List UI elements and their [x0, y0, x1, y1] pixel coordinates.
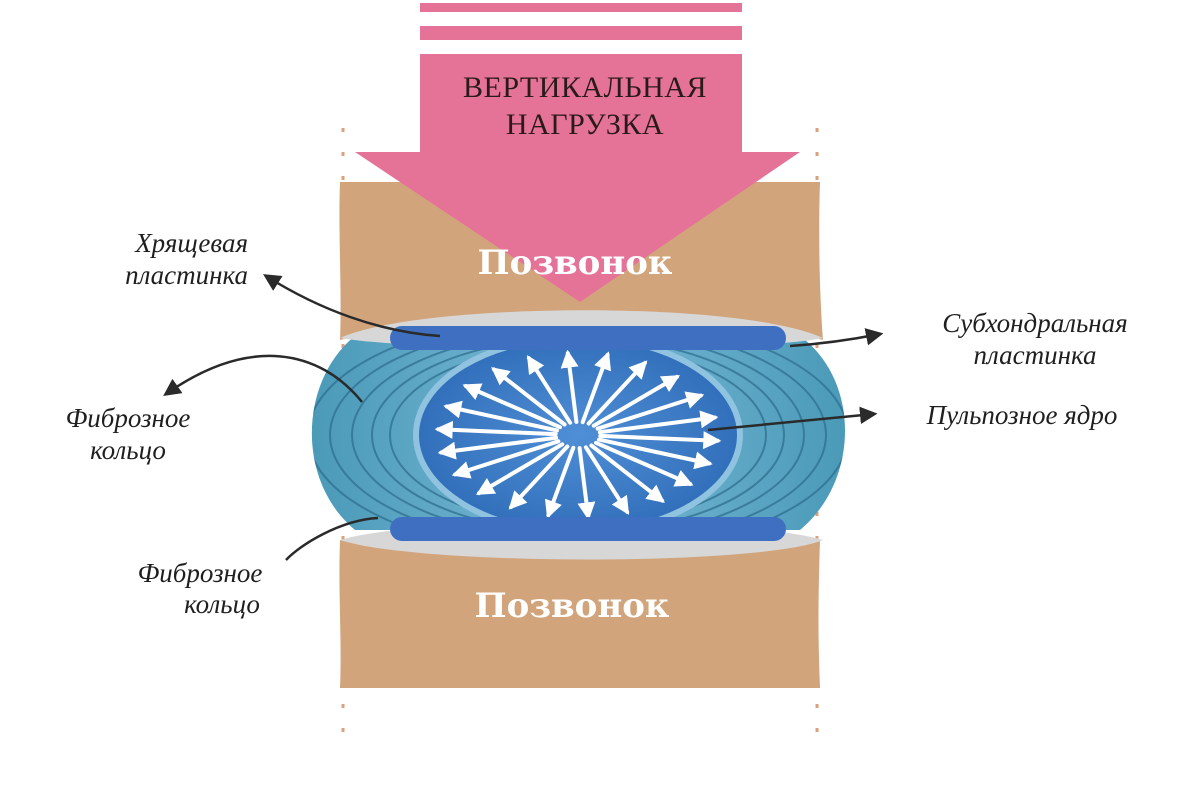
pressure-arrow — [526, 355, 573, 425]
pressure-arrow — [594, 440, 694, 487]
fibrous-ring-upper-label-2: кольцо — [90, 435, 166, 465]
fibrous-ring-lower-label-1: Фиброзное — [138, 558, 263, 588]
fibrous-ring-lower-label-2: кольцо — [184, 589, 260, 619]
load-label-line-2: НАГРУЗКА — [506, 108, 664, 141]
fibrous-ring-upper-label-1: Фиброзное — [66, 403, 191, 433]
pressure-arrow — [595, 391, 705, 431]
callout-line-fibrous-upper — [163, 354, 363, 403]
pressure-arrow — [491, 367, 567, 427]
pressure-arrow — [580, 351, 612, 425]
load-arrow-body — [355, 54, 800, 302]
pressure-arrow — [437, 435, 559, 460]
callout-lines — [163, 274, 884, 432]
callout-line-cartilage — [263, 274, 441, 338]
pressure-arrow — [597, 437, 713, 470]
pressure-arrow — [583, 445, 630, 515]
load-arrow — [355, 3, 800, 302]
pressure-arrow — [508, 444, 570, 510]
vertebra-bottom — [339, 540, 820, 688]
pressure-arrow — [434, 420, 558, 439]
vertebra-bottom-label: Позвонок — [475, 586, 670, 626]
nucleus-label: Пульпозное ядро — [926, 400, 1118, 430]
subchondral-plate-label-1: Субхондральная — [942, 308, 1127, 338]
pressure-arrow — [597, 410, 719, 435]
cartilage-plate-label-1: Хрящевая — [134, 228, 248, 258]
pressure-arrow — [560, 349, 579, 424]
pressure-arrows — [434, 349, 722, 521]
pressure-arrow — [598, 431, 722, 450]
load-stripe-1 — [420, 3, 742, 12]
callout-line-fibrous-lower — [285, 516, 379, 561]
load-label-line-1: ВЕРТИКАЛЬНАЯ — [463, 71, 707, 104]
subchondral-plate-label-2: пластинка — [974, 340, 1097, 370]
pressure-arrow — [544, 445, 576, 519]
subchondral-plate-top — [390, 326, 786, 350]
pressure-arrow — [443, 400, 559, 433]
pressure-arrow — [589, 443, 665, 503]
cartilage-plate-label-2: пластинка — [125, 260, 248, 290]
pressure-arrow — [451, 439, 561, 479]
pressure-arrow — [475, 442, 565, 496]
nucleus-pulposus — [413, 334, 743, 536]
pressure-arrow — [462, 383, 562, 430]
vertebra-top-label: Позвонок — [478, 243, 673, 283]
callout-line-nucleus — [707, 406, 878, 432]
pressure-arrow — [591, 374, 681, 428]
subchondral-plate-bottom — [390, 517, 786, 541]
pressure-arrow — [577, 446, 596, 521]
callout-line-subchondral — [789, 328, 884, 348]
pressure-arrow — [586, 360, 648, 426]
load-stripe-2 — [420, 26, 742, 40]
